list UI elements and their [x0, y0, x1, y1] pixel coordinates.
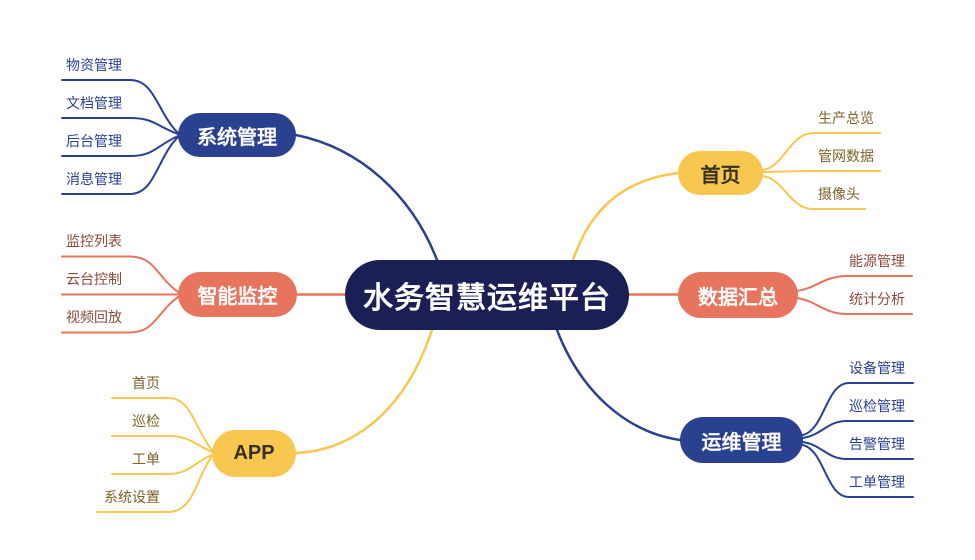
connector-ops-child-2	[802, 420, 914, 439]
branch-app[interactable]: APP	[212, 430, 296, 477]
child-app-home[interactable]: 首页	[132, 375, 160, 391]
connector-app-child-2	[111, 435, 213, 453]
connector-app-child-3	[111, 454, 213, 475]
child-monitor-list[interactable]: 监控列表	[66, 233, 122, 249]
child-document-management[interactable]: 文档管理	[66, 95, 122, 111]
child-energy-management[interactable]: 能源管理	[849, 253, 905, 269]
connector-system-child-1	[61, 79, 179, 134]
connector-central-app	[294, 328, 434, 455]
branch-data-summary[interactable]: 数据汇总	[678, 272, 798, 318]
branch-system-management[interactable]: 系统管理	[178, 113, 296, 157]
connector-system-child-3	[61, 135, 179, 157]
connector-ops-child-3	[802, 441, 914, 460]
child-device-management[interactable]: 设备管理	[849, 360, 905, 376]
connector-data-child-2	[796, 297, 913, 315]
connector-central-home	[571, 171, 680, 262]
child-camera[interactable]: 摄像头	[818, 186, 860, 202]
child-alarm-management[interactable]: 告警管理	[849, 436, 905, 452]
connector-data-child-1	[796, 275, 913, 292]
branch-ops-management[interactable]: 运维管理	[680, 417, 803, 463]
child-pipeline-data[interactable]: 管网数据	[818, 148, 874, 164]
child-material-management[interactable]: 物资管理	[66, 57, 122, 73]
child-backend-management[interactable]: 后台管理	[66, 133, 122, 149]
branch-smart-monitoring[interactable]: 智能监控	[178, 272, 297, 317]
connector-central-system	[294, 133, 439, 262]
connector-central-ops	[555, 328, 682, 442]
branch-home[interactable]: 首页	[678, 151, 763, 195]
connector-app-child-1	[111, 397, 213, 451]
connector-system-child-2	[61, 117, 179, 135]
child-workorder-management[interactable]: 工单管理	[849, 474, 905, 490]
central-node[interactable]: 水务智慧运维平台	[345, 260, 629, 330]
child-ptz-control[interactable]: 云台控制	[66, 271, 122, 287]
connector-monitor-child-3	[61, 296, 179, 334]
child-inspection-management[interactable]: 巡检管理	[849, 398, 905, 414]
connector-monitor-child-1	[61, 255, 179, 293]
child-statistics-analysis[interactable]: 统计分析	[849, 291, 905, 307]
connector-ops-child-1	[802, 382, 914, 436]
child-video-playback[interactable]: 视频回放	[66, 309, 122, 325]
child-app-inspection[interactable]: 巡检	[132, 413, 160, 429]
connector-home-child-3	[762, 175, 866, 210]
child-production-overview[interactable]: 生产总览	[818, 110, 874, 126]
connector-home-child-1	[762, 132, 881, 171]
connector-home-child-2	[762, 170, 881, 173]
connector-system-child-4	[61, 136, 179, 195]
child-app-workorder[interactable]: 工单	[132, 451, 160, 467]
child-app-settings[interactable]: 系统设置	[104, 489, 160, 505]
child-message-management[interactable]: 消息管理	[66, 171, 122, 187]
connector-app-child-4	[96, 455, 213, 513]
connector-ops-child-4	[802, 444, 914, 498]
